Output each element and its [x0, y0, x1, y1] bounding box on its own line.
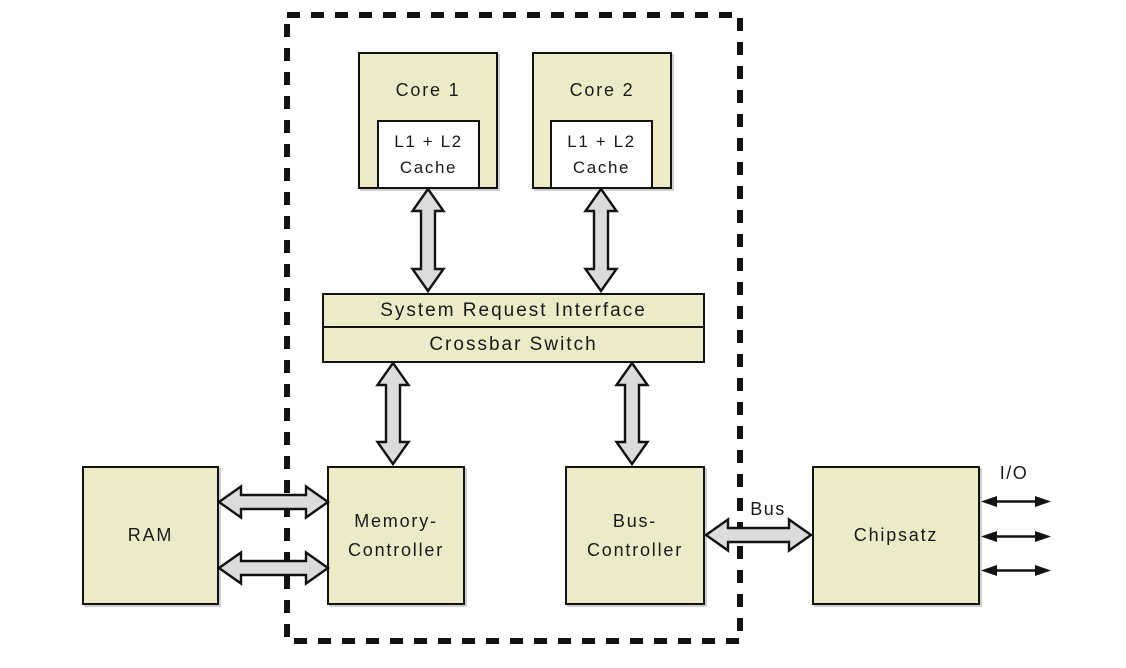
- ram-memory-controller-bidirectional-arrow-top-icon: [216, 484, 331, 520]
- ram-box: RAM: [82, 466, 219, 605]
- memory-controller-line1: Memory-: [354, 510, 438, 531]
- core2-label: Core 2: [569, 80, 635, 100]
- core1-cache-sri-bidirectional-arrow-icon: [410, 186, 446, 294]
- core1-cache-line1: L1 + L2: [394, 131, 463, 151]
- chipset-box: Chipsatz: [812, 466, 980, 605]
- core2-cache-line2: Cache: [572, 157, 631, 177]
- core2-cache-sri-bidirectional-arrow-icon: [583, 186, 619, 294]
- bus-controller-box: Bus- Controller: [565, 466, 705, 605]
- bus-controller-line2: Controller: [586, 539, 684, 560]
- memory-controller-box: Memory- Controller: [327, 466, 465, 605]
- core2-cache-box: L1 + L2 Cache: [550, 120, 653, 189]
- crossbar-bus-controller-bidirectional-arrow-icon: [614, 360, 650, 467]
- bus-label: Bus: [750, 499, 786, 519]
- ram-memory-controller-bidirectional-arrow-bottom-icon: [216, 550, 331, 586]
- ram-label: RAM: [127, 525, 174, 545]
- core1-label: Core 1: [395, 80, 461, 100]
- core1-cache-box: L1 + L2 Cache: [377, 120, 480, 189]
- bus-controller-chipset-bidirectional-arrow-icon: [703, 517, 814, 553]
- io-bidirectional-arrow-3-icon: [981, 565, 1051, 576]
- bus-controller-line1: Bus-: [612, 510, 658, 531]
- system-request-interface-label: System Request Interface: [380, 299, 647, 321]
- core2-cache-line1: L1 + L2: [567, 131, 636, 151]
- memory-controller-line2: Controller: [347, 539, 445, 560]
- core1-cache-line2: Cache: [399, 157, 458, 177]
- crossbar-memory-controller-bidirectional-arrow-icon: [375, 360, 411, 467]
- chipset-label: Chipsatz: [853, 525, 939, 545]
- crossbar-switch-bar: Crossbar Switch: [322, 326, 705, 363]
- io-bidirectional-arrow-1-icon: [981, 496, 1051, 507]
- io-bidirectional-arrow-2-icon: [981, 531, 1051, 542]
- crossbar-switch-label: Crossbar Switch: [429, 333, 598, 355]
- io-label: I/O: [999, 463, 1029, 483]
- cpu-die-boundary: [284, 12, 743, 644]
- system-request-interface-bar: System Request Interface: [322, 293, 705, 328]
